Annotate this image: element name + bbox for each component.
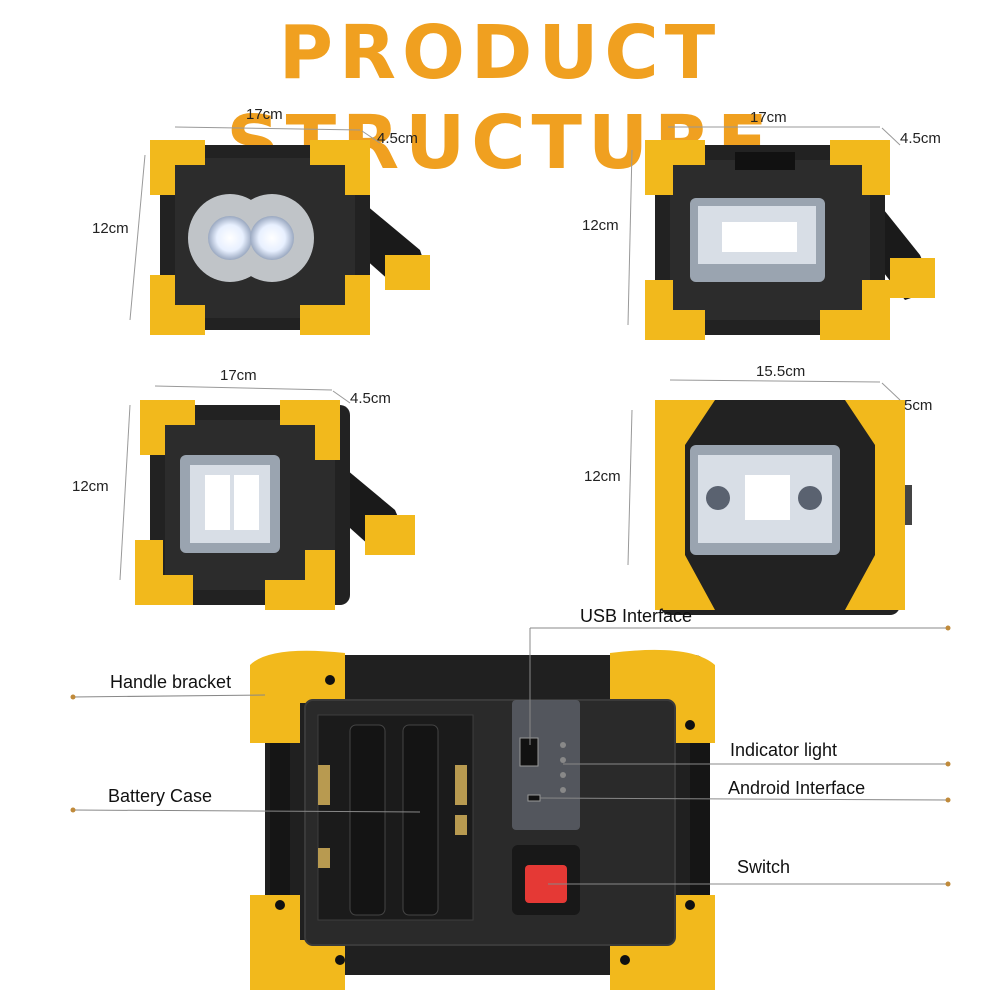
label-switch: Switch (737, 857, 791, 877)
product-1-height: 12cm (92, 220, 129, 237)
product-1-width: 17cm (246, 106, 283, 123)
label-battery-case: Battery Case (108, 786, 213, 806)
back-view-lamp (250, 649, 715, 990)
product-4-width: 15.5cm (756, 363, 806, 380)
product-3-depth: 4.5cm (350, 390, 391, 407)
label-usb-interface: USB Interface (580, 606, 693, 626)
product-2-height: 12cm (582, 217, 619, 234)
product-4-height: 12cm (584, 468, 621, 485)
product-1-depth: 4.5cm (377, 130, 418, 147)
product-4-depth: 5cm (904, 397, 933, 414)
product-3-lamp (135, 400, 415, 610)
product-3-height: 12cm (72, 478, 109, 495)
product-2-width: 17cm (750, 109, 787, 126)
product-3-width: 17cm (220, 367, 257, 384)
label-handle-bracket: Handle bracket (110, 672, 232, 692)
product-1-lamp (150, 140, 430, 335)
product-4-lamp (655, 400, 912, 615)
product-2-depth: 4.5cm (900, 130, 941, 147)
label-android-interface: Android Interface (728, 778, 866, 798)
label-indicator-light: Indicator light (730, 740, 838, 760)
product-2-lamp (645, 140, 935, 340)
